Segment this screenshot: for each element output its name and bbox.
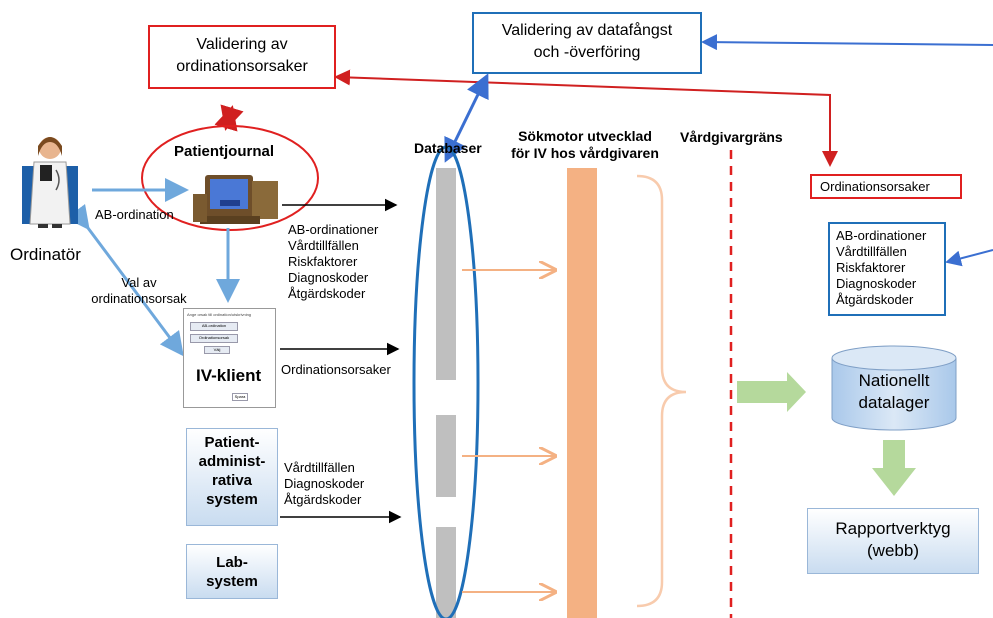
- iv-klient-window[interactable]: Ange orsak till ordination/utskrivning A…: [183, 308, 276, 408]
- iv-btn-ab[interactable]: AB-ordination: [190, 322, 238, 331]
- sokmotor-bar: [567, 168, 597, 618]
- sokmotor-line2: för IV hos vårdgivaren: [511, 145, 659, 161]
- arrow-ivklient-ordinator: [65, 203, 184, 357]
- pas-line-0: Patient-: [204, 434, 260, 451]
- rapport-line2: (webb): [867, 541, 919, 560]
- rapportverktyg-box: Rapportverktyg (webb): [807, 508, 979, 574]
- ab-ordination-label: AB-ordination: [95, 207, 174, 222]
- blue-line-right: [945, 249, 993, 267]
- sokmotor-line1: Sökmotor utvecklad: [518, 128, 652, 144]
- datalager-label: Nationellt datalager: [832, 370, 956, 414]
- lab-line-0: Lab-: [216, 554, 248, 571]
- validation-top-box: Validering av datafångst och -överföring: [472, 12, 702, 74]
- ordinationsorsaker-right-label: Ordinationsorsaker: [820, 179, 930, 194]
- ab-right-item-0: AB-ordinationer: [836, 228, 927, 243]
- vardgivargrans-label: Vårdgivargräns: [680, 129, 783, 145]
- validation-left-box: Validering av ordinationsorsaker: [148, 25, 336, 89]
- databaser-label: Databaser: [414, 140, 482, 156]
- orange-brace: [636, 174, 687, 608]
- datalager-cylinder: [831, 345, 957, 431]
- ordinator-figure: [22, 137, 78, 228]
- validation-left-line2: ordinationsorsaker: [176, 58, 308, 75]
- ab-right-item-4: Åtgärdskoder: [836, 292, 914, 307]
- ordinator-label: Ordinatör: [10, 245, 81, 264]
- val-av-line1: Val av: [121, 275, 157, 290]
- iv-window-title: Ange orsak till ordination/utskrivning: [187, 312, 252, 317]
- sokmotor-label: Sökmotor utvecklad för IV hos vårdgivare…: [500, 128, 670, 162]
- ab-left-item-4: Åtgärdskoder: [288, 286, 366, 301]
- pas-line-2: rativa: [211, 472, 253, 489]
- lab-line-1: system: [206, 573, 258, 590]
- blue-double-arrow: [444, 73, 489, 163]
- pas-item-0: Vårdtillfällen: [284, 460, 355, 475]
- blue-line-top: [701, 34, 993, 51]
- iv-btn-valj[interactable]: Välj: [204, 346, 230, 354]
- db-bar-1: [436, 168, 456, 380]
- ab-right-item-3: Diagnoskoder: [836, 276, 917, 291]
- labsystem-box: Lab- system: [186, 544, 278, 599]
- iv-footer[interactable]: Spara: [232, 393, 248, 401]
- ordinationsorsaker-right-box: Ordinationsorsaker: [810, 174, 962, 199]
- pas-line-1: administ-: [198, 453, 266, 470]
- datalager-line1: Nationellt: [858, 371, 930, 390]
- pas-line-3: system: [206, 491, 258, 508]
- ab-left-item-0: AB-ordinationer: [288, 222, 379, 237]
- ab-left-item-3: Diagnoskoder: [288, 270, 369, 285]
- ab-list-left: AB-ordinationer Vårdtillfällen Riskfakto…: [288, 222, 378, 302]
- ab-list-right: AB-ordinationer Vårdtillfällen Riskfakto…: [828, 222, 946, 316]
- db-bar-3: [436, 527, 456, 618]
- validation-top-line2: och -överföring: [533, 44, 641, 61]
- iv-klient-label: IV-klient: [196, 366, 262, 385]
- red-validation-line: [334, 69, 838, 167]
- pas-item-1: Diagnoskoder: [284, 476, 365, 491]
- pas-list: Vårdtillfällen Diagnoskoder Åtgärdskoder: [284, 460, 364, 508]
- ab-left-item-1: Vårdtillfällen: [288, 238, 359, 253]
- patientjournal-ellipse: [141, 125, 319, 231]
- validation-top-line1: Validering av datafångst: [501, 22, 673, 39]
- red-double-arrow: [214, 104, 244, 132]
- iv-btn-orsak[interactable]: Ordinationsorsak: [190, 334, 238, 343]
- val-av-label: Val av ordinationsorsak: [84, 275, 194, 307]
- green-arrow-down: [872, 440, 916, 496]
- computer-illustration: [193, 175, 278, 224]
- patientjournal-label: Patientjournal: [174, 143, 275, 160]
- validation-left-line1: Validering av: [196, 36, 288, 53]
- val-av-line2: ordinationsorsak: [91, 291, 187, 306]
- green-arrow-right: [737, 372, 806, 412]
- ab-right-item-1: Vårdtillfällen: [836, 244, 907, 259]
- ab-left-item-2: Riskfaktorer: [288, 254, 358, 269]
- patientadmin-box: Patient- administ- rativa system: [186, 428, 278, 526]
- datalager-line2: datalager: [858, 393, 930, 412]
- ordinationsorsaker-left: Ordinationsorsaker: [281, 362, 391, 377]
- db-bar-2: [436, 415, 456, 497]
- pas-item-2: Åtgärdskoder: [284, 492, 362, 507]
- databaser-ellipse: [412, 145, 480, 618]
- rapport-line1: Rapportverktyg: [835, 519, 951, 538]
- ab-right-item-2: Riskfaktorer: [836, 260, 906, 275]
